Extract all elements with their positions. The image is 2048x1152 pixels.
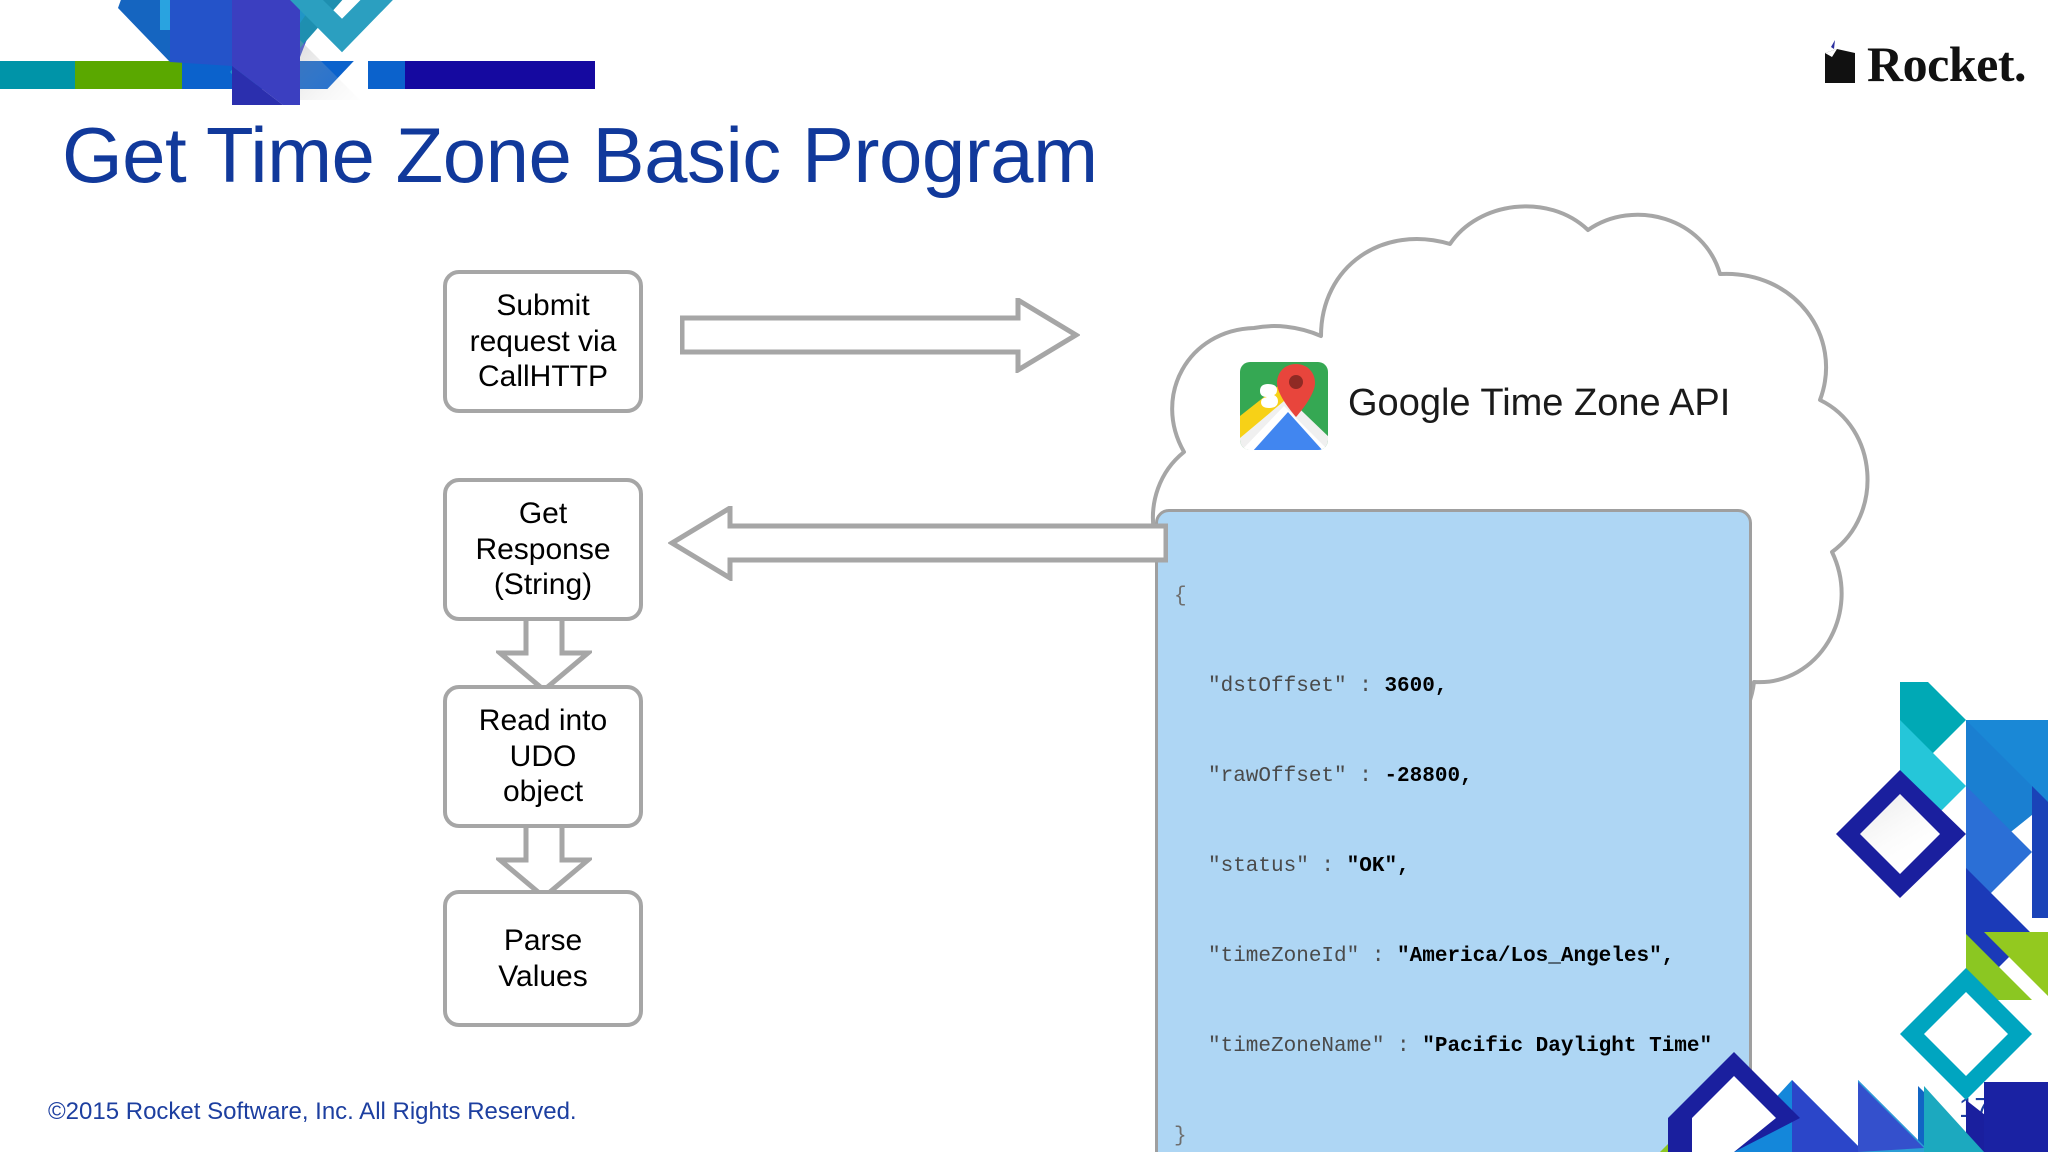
json-close-brace: } [1174, 1125, 1187, 1149]
json-sep-3: : [1359, 945, 1398, 969]
flow-step-submit-line-0: Submit [496, 289, 590, 323]
json-key-1: "rawOffset" [1208, 765, 1347, 789]
flow-step-read-into-udo-line-1: UDO [509, 739, 577, 773]
response-arrow-icon [668, 506, 1168, 581]
json-response-box: { "dstOffset" : 3600, "rawOffset" : -288… [1155, 509, 1752, 1152]
json-key-4: "timeZoneName" [1208, 1035, 1385, 1059]
json-key-3: "timeZoneId" [1208, 945, 1360, 969]
flow-step-parse-values-line-1: Values [498, 959, 588, 993]
flow-step-read-into-udo-line-0: Read into [478, 704, 608, 738]
flow-step-submit-line-2: CallHTTP [477, 360, 608, 394]
json-value-1: -28800, [1384, 765, 1473, 789]
json-value-3: "America/Los_Angeles", [1397, 945, 1675, 969]
flow-step-get-response[interactable]: Get Response (String) [443, 478, 643, 621]
flow-step-parse-values[interactable]: Parse Values [443, 890, 643, 1027]
json-entry-3: "timeZoneId" : "America/Los_Angeles", [1174, 942, 1733, 972]
google-maps-icon [1240, 362, 1328, 450]
flow-step-get-response-line-1: Response [475, 532, 611, 566]
flow-step-get-response-line-0: Get [518, 497, 568, 531]
json-entry-4: "timeZoneName" : "Pacific Daylight Time" [1174, 1032, 1733, 1062]
json-entry-2: "status" : "OK", [1174, 852, 1733, 882]
json-entry-0: "dstOffset" : 3600, [1174, 672, 1733, 702]
json-value-2: "OK", [1346, 855, 1410, 879]
json-key-2: "status" [1208, 855, 1309, 879]
down-arrow-2-icon [496, 820, 592, 900]
rocket-mark-icon [1819, 39, 1863, 89]
flow-step-read-into-udo-line-2: object [502, 775, 584, 809]
flow-step-submit[interactable]: Submit request via CallHTTP [443, 270, 643, 413]
cloud-service-label: Google Time Zone API [1348, 382, 1731, 424]
page-number: 17 [1958, 1092, 1990, 1123]
down-arrow-1-icon [496, 613, 592, 693]
json-sep-0: : [1346, 675, 1385, 699]
request-arrow-icon [680, 298, 1080, 373]
rocket-chevron-decoration-icon [0, 0, 595, 105]
json-value-4: "Pacific Daylight Time" [1422, 1035, 1713, 1059]
json-sep-2: : [1308, 855, 1347, 879]
json-entry-1: "rawOffset" : -28800, [1174, 762, 1733, 792]
flow-step-parse-values-line-0: Parse [503, 924, 583, 958]
flow-step-submit-line-1: request via [469, 324, 617, 358]
json-value-0: 3600, [1384, 675, 1448, 699]
json-open-brace: { [1174, 585, 1187, 609]
flow-step-read-into-udo[interactable]: Read into UDO object [443, 685, 643, 828]
json-sep-1: : [1346, 765, 1385, 789]
json-sep-4: : [1384, 1035, 1423, 1059]
rocket-logo: Rocket. [1819, 36, 2026, 92]
page-title: Get Time Zone Basic Program [62, 111, 1098, 199]
flow-step-get-response-line-2: (String) [493, 568, 593, 602]
json-key-0: "dstOffset" [1208, 675, 1347, 699]
copyright-text: ©2015 Rocket Software, Inc. All Rights R… [48, 1098, 577, 1125]
rocket-wordmark: Rocket. [1867, 36, 2026, 92]
